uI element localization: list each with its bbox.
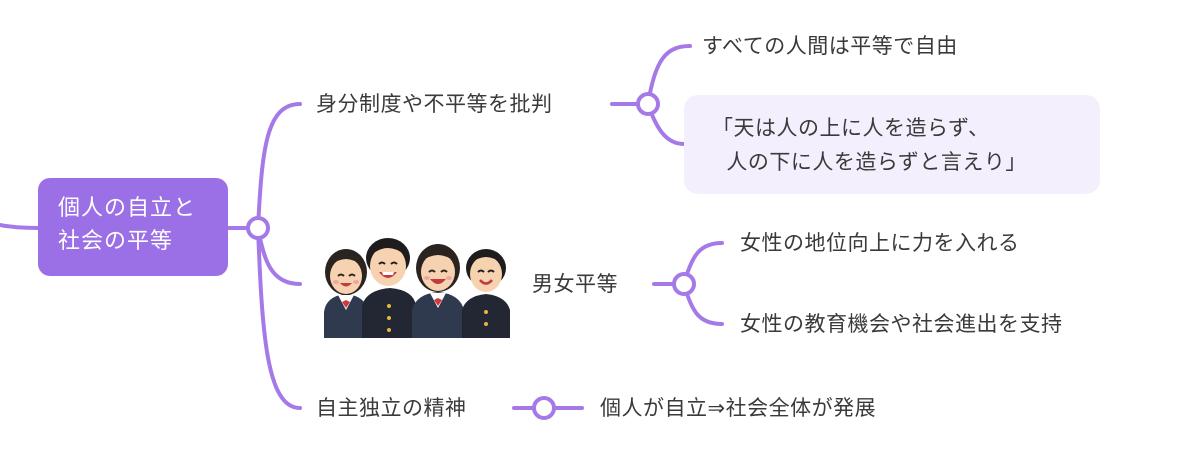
root-label-line2: 社会の平等 [58, 229, 174, 254]
leaf-women-education[interactable]: 女性の教育機会や社会進出を支持 [740, 312, 1063, 336]
hub-independence [532, 396, 556, 420]
branch-line-independence [256, 226, 302, 410]
quote-line1: 「天は人の上に人を造らず、 [712, 116, 990, 140]
student-girl-right [412, 244, 464, 338]
students-illustration-icon [324, 238, 510, 338]
branch-line-critique [256, 102, 302, 230]
branch-label-critique[interactable]: 身分制度や不平等を批判 [316, 92, 553, 116]
hub-critique [636, 92, 660, 116]
leaf-society-development[interactable]: 個人が自立⇒社会全体が発展 [600, 396, 877, 420]
root-node[interactable]: 個人の自立と 社会の平等 [38, 178, 228, 276]
leaf-quote-box[interactable]: 「天は人の上に人を造らず、 人の下に人を造らずと言えり」 [684, 95, 1100, 194]
student-girl-left [324, 249, 368, 338]
leaf-equality[interactable]: すべての人間は平等で自由 [702, 34, 958, 58]
branch-label-independence[interactable]: 自主独立の精神 [316, 396, 467, 420]
branch-label-gender[interactable]: 男女平等 [532, 272, 618, 296]
quote-line2: 人の下に人を造らずと言えり」 [712, 150, 1027, 174]
student-boy-right [462, 249, 510, 338]
leaf-women-status[interactable]: 女性の地位向上に力を入れる [740, 231, 1020, 255]
student-boy-left [362, 238, 416, 338]
critique-to-equality [646, 44, 692, 106]
root-incoming-line [0, 223, 40, 230]
hub-root [246, 216, 270, 240]
hub-gender [672, 272, 696, 296]
root-label-line1: 個人の自立と [58, 196, 197, 221]
